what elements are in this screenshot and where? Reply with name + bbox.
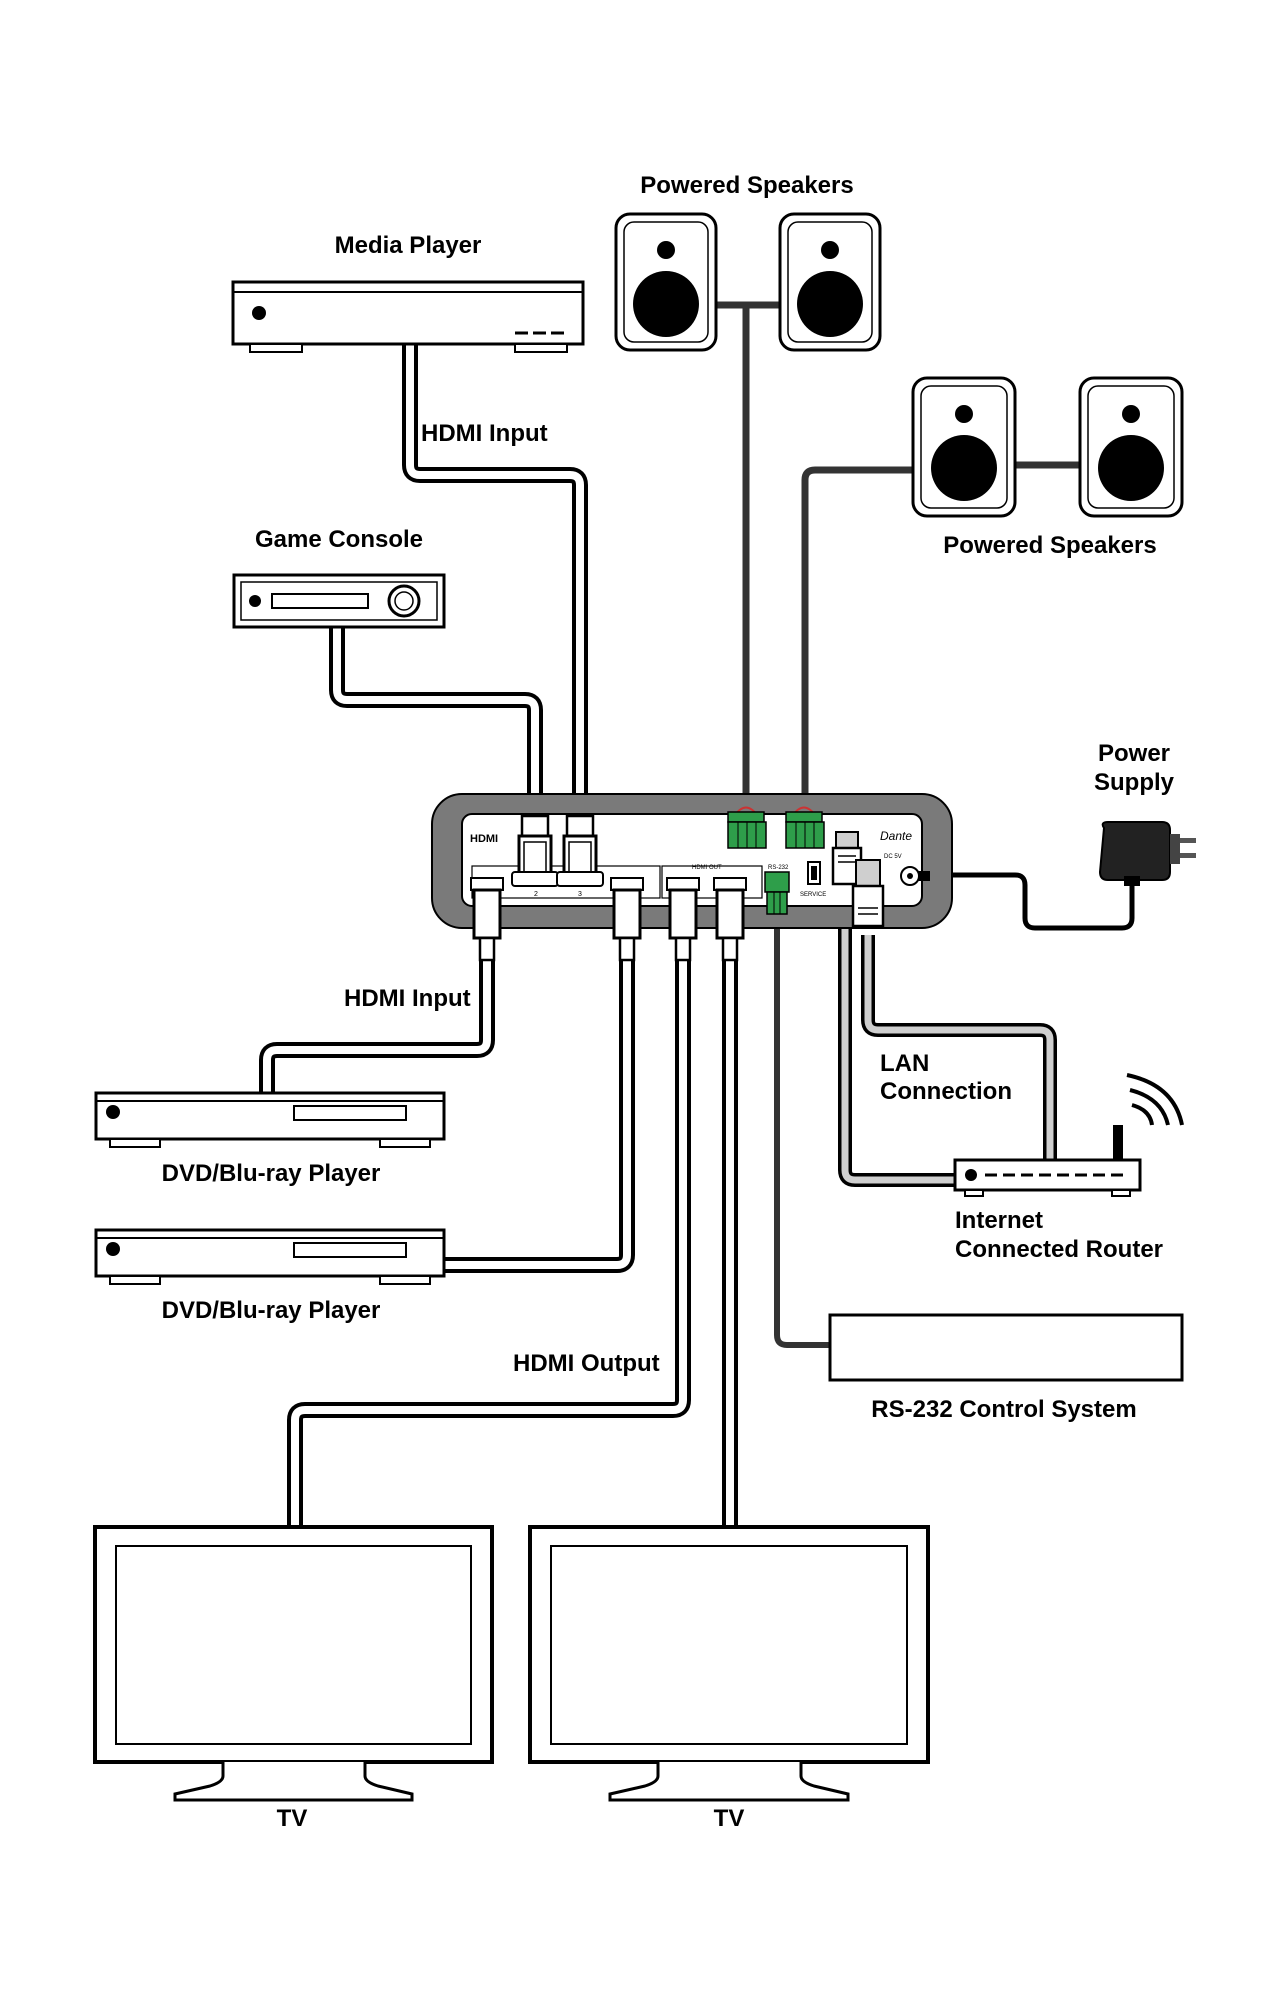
audio-cable-right-speakers bbox=[801, 461, 1080, 800]
speaker-top-right bbox=[778, 212, 882, 352]
panel-port-3: 3 bbox=[578, 891, 582, 898]
wifi-signal-icon bbox=[1126, 1073, 1184, 1126]
rs232-cable bbox=[774, 915, 830, 1348]
hdmi-cable-tv-1 bbox=[287, 960, 691, 1527]
audio-terminal-1 bbox=[727, 806, 767, 849]
label-power-supply-line2: Supply bbox=[1093, 769, 1175, 796]
panel-dc: DC 5V bbox=[884, 854, 902, 860]
hdmi-connector-input-2 bbox=[556, 814, 604, 887]
lan-cable-router bbox=[838, 880, 1057, 1187]
router-device bbox=[953, 1125, 1142, 1197]
label-tv-1: TV bbox=[276, 1805, 308, 1832]
panel-hdmi-logo: HDMI bbox=[470, 833, 498, 845]
speaker-right-left bbox=[911, 376, 1017, 518]
label-media-player: Media Player bbox=[334, 232, 482, 259]
dvd-player-1-device bbox=[94, 1091, 446, 1148]
media-player-device bbox=[231, 280, 585, 353]
power-supply-device bbox=[1098, 821, 1196, 886]
tv-1-device bbox=[93, 1525, 494, 1802]
label-hdmi-input-left: HDMI Input bbox=[344, 985, 471, 1012]
panel-hdmi-out: HDMI OUT bbox=[692, 865, 722, 871]
label-game-console: Game Console bbox=[254, 526, 424, 553]
label-tv-2: TV bbox=[713, 1805, 745, 1832]
power-cable bbox=[925, 872, 1135, 931]
panel-service: SERVICE bbox=[800, 892, 826, 898]
hdmi-cable-game-console bbox=[329, 625, 543, 830]
label-rs232-control-system: RS-232 Control System bbox=[871, 1396, 1137, 1423]
hdmi-connector-input-1 bbox=[511, 814, 559, 887]
rs232-control-system-device bbox=[828, 1313, 1184, 1382]
hdmi-cable-dvd-1 bbox=[259, 960, 495, 1095]
label-lan-line1: LAN bbox=[880, 1050, 930, 1077]
label-dvd-player-2: DVD/Blu-ray Player bbox=[161, 1297, 381, 1324]
audio-terminal-2 bbox=[785, 806, 825, 849]
label-powered-speakers-right: Powered Speakers bbox=[943, 532, 1157, 559]
label-dvd-player-1: DVD/Blu-ray Player bbox=[161, 1160, 381, 1187]
label-router-line2: Connected Router bbox=[955, 1236, 1164, 1263]
tv-2-device bbox=[528, 1525, 930, 1802]
label-powered-speakers-top: Powered Speakers bbox=[640, 172, 854, 199]
dvd-player-2-device bbox=[94, 1228, 446, 1285]
label-hdmi-input-top: HDMI Input bbox=[421, 420, 548, 447]
hdmi-connector-lower-1 bbox=[470, 877, 504, 962]
game-console-device bbox=[232, 573, 446, 629]
rs232-terminal bbox=[764, 871, 790, 915]
speaker-top-left bbox=[614, 212, 718, 352]
speaker-right-right bbox=[1078, 376, 1184, 518]
hdmi-connector-output-2 bbox=[713, 877, 747, 962]
panel-dante-logo: Dante bbox=[880, 829, 912, 843]
label-router-line1: Internet bbox=[955, 1207, 1044, 1234]
label-power-supply-line1: Power bbox=[1097, 740, 1171, 767]
hdmi-connector-lower-2 bbox=[610, 877, 644, 962]
hdmi-cable-dvd-2 bbox=[445, 960, 635, 1273]
label-hdmi-output: HDMI Output bbox=[513, 1350, 660, 1377]
panel-port-2: 2 bbox=[534, 891, 538, 898]
panel-rs232: RS-232 bbox=[768, 865, 789, 871]
audio-cable-top-speakers bbox=[712, 301, 780, 800]
label-lan-line2: Connection bbox=[880, 1078, 1012, 1105]
hdmi-connector-output-1 bbox=[666, 877, 700, 962]
lan-connector-2 bbox=[851, 859, 885, 928]
hdmi-cable-media-player bbox=[402, 340, 588, 830]
